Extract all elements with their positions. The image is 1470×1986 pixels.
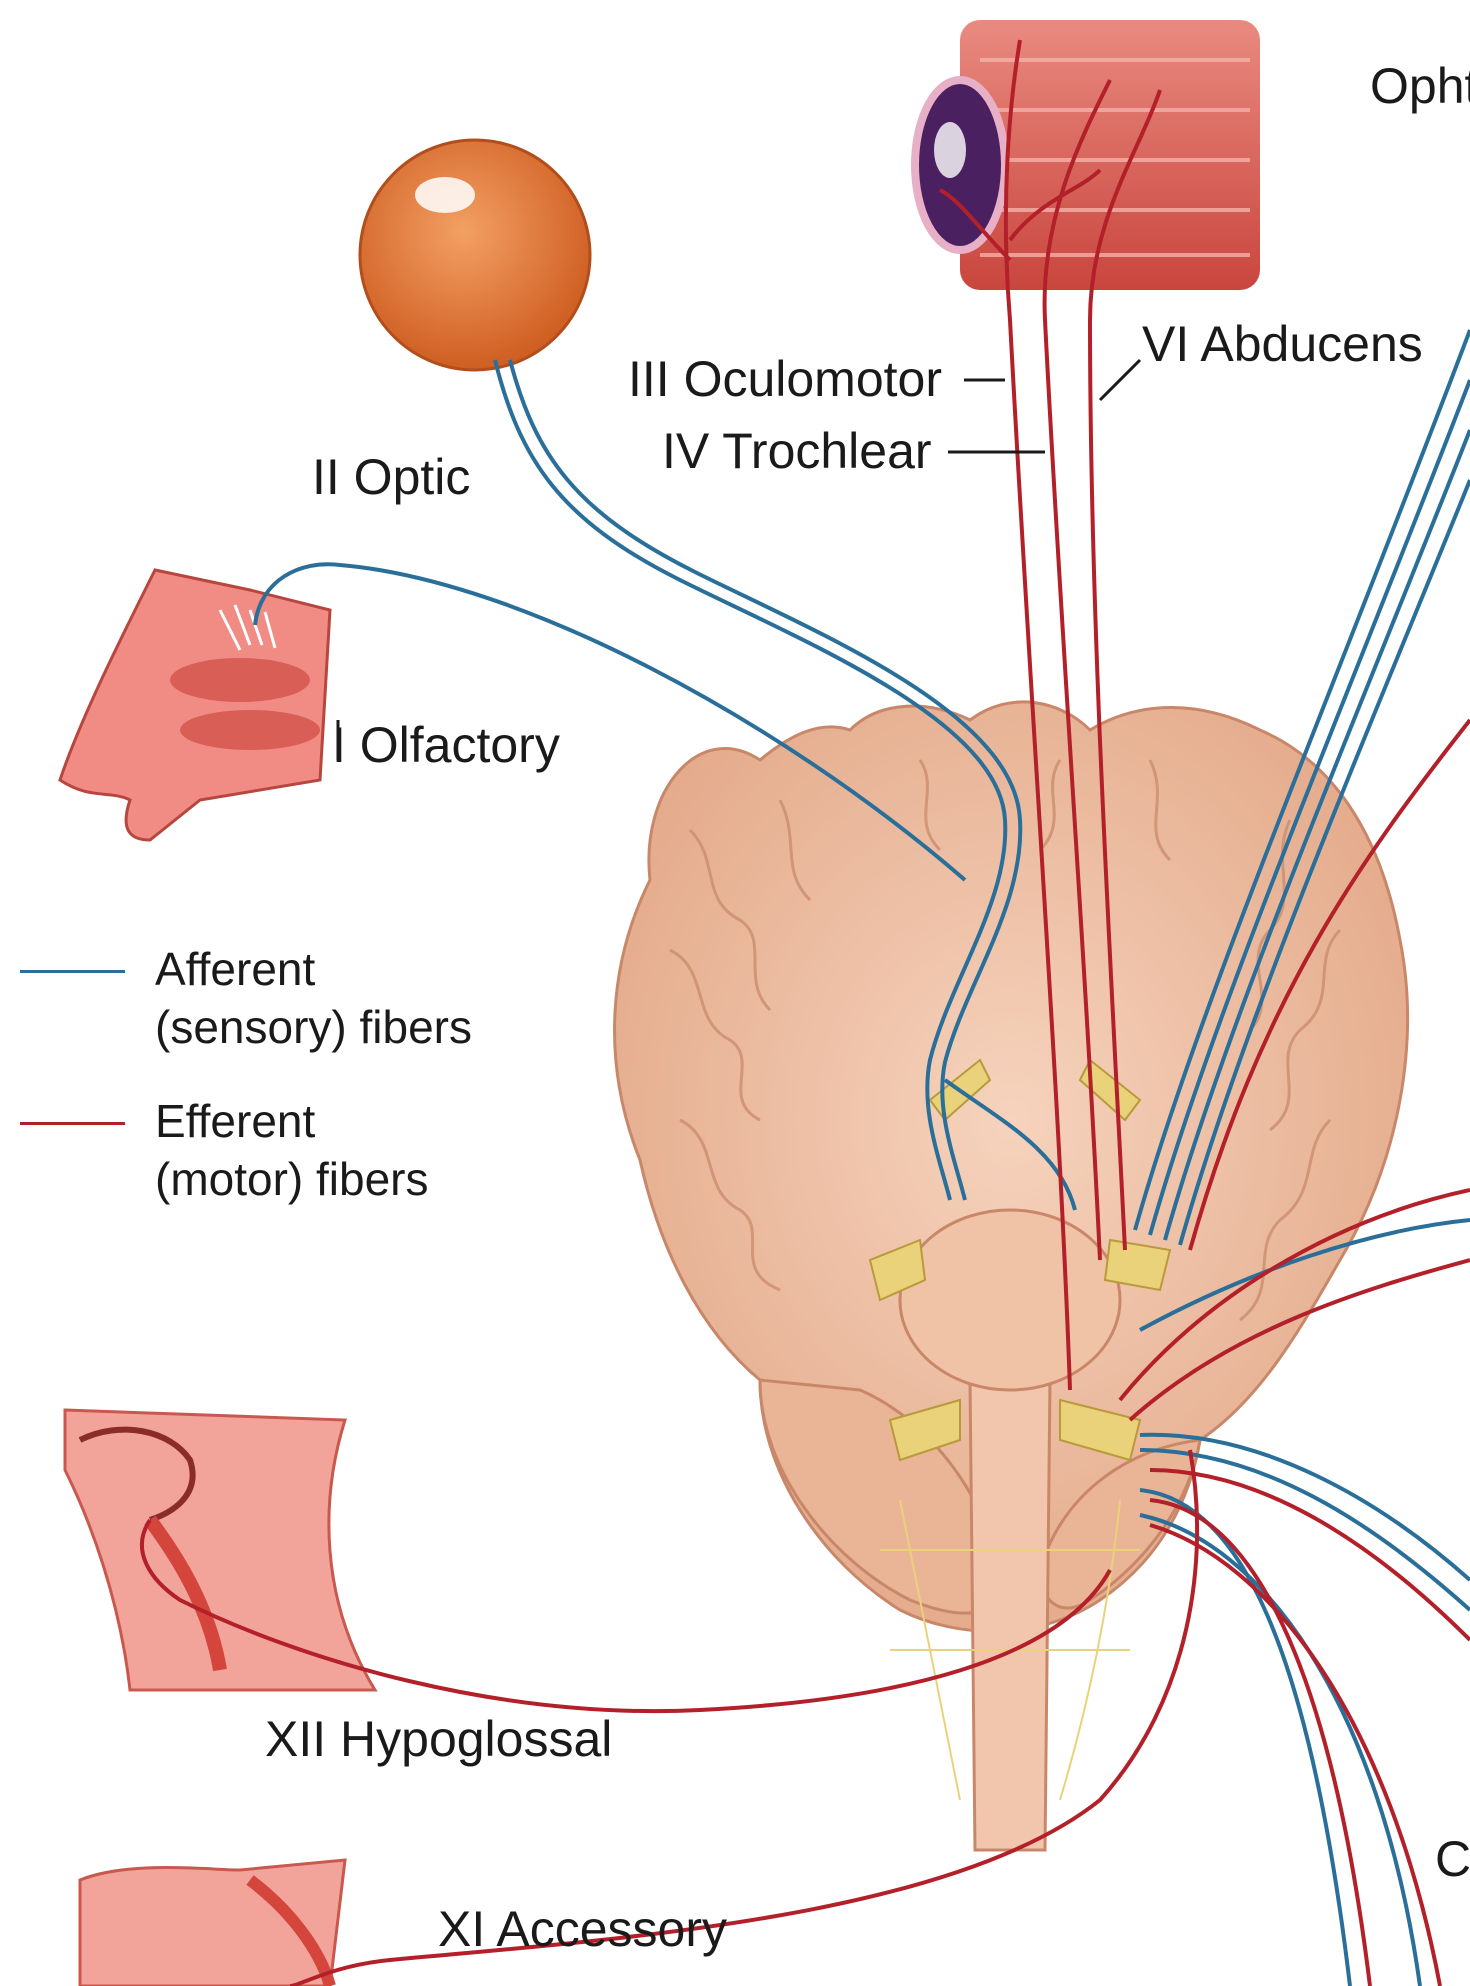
legend-efferent-swatch [20, 1122, 125, 1125]
eye-muscles-icon [915, 20, 1260, 290]
label-oculomotor: III Oculomotor [628, 350, 942, 408]
label-trochlear: IV Trochlear [662, 422, 932, 480]
neck-muscle-icon [80, 1860, 345, 1986]
label-ophthalmic: Opht [1370, 57, 1470, 115]
legend-efferent-text: Efferent (motor) fibers [155, 1092, 428, 1208]
legend-efferent-line1: Efferent [155, 1092, 428, 1150]
label-optic: II Optic [312, 448, 470, 506]
legend-afferent-text: Afferent (sensory) fibers [155, 940, 472, 1056]
legend-efferent-line2: (motor) fibers [155, 1150, 428, 1208]
legend-afferent-line1: Afferent [155, 940, 472, 998]
label-olfactory: I Olfactory [332, 716, 560, 774]
eyeball-icon [360, 140, 590, 370]
label-hypoglossal: XII Hypoglossal [265, 1710, 612, 1768]
legend-afferent-swatch [20, 970, 125, 973]
legend-afferent-line2: (sensory) fibers [155, 998, 472, 1056]
label-abducens: VI Abducens [1142, 315, 1423, 373]
tongue-head-icon [65, 1410, 375, 1690]
label-cut-right: C [1435, 1830, 1470, 1888]
label-leader-lines [338, 360, 1140, 760]
nose-icon [60, 570, 330, 840]
label-accessory: XI Accessory [438, 1900, 727, 1958]
